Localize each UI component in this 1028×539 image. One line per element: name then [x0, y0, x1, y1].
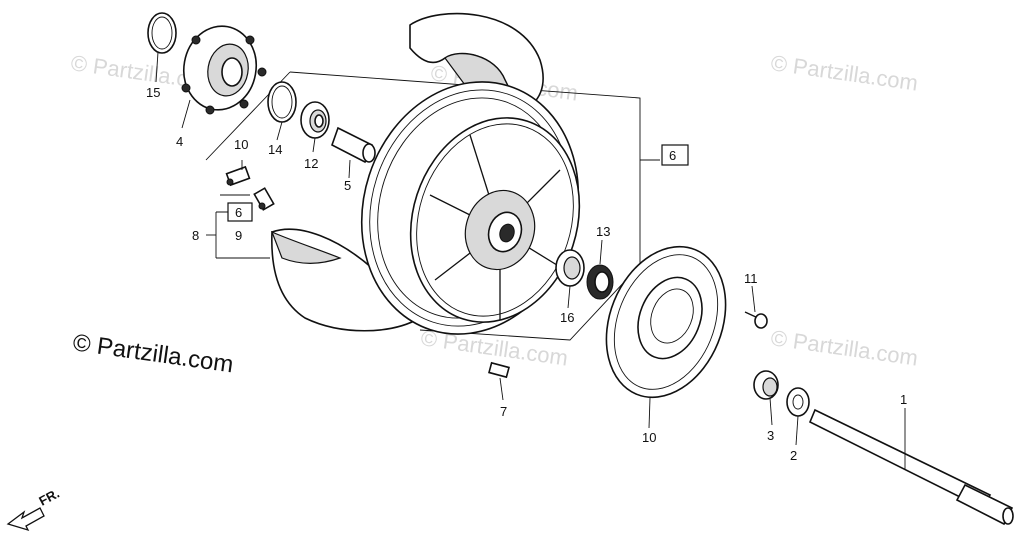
final-driven-flange-4 [181, 25, 267, 115]
clip-7 [488, 361, 510, 379]
part-label: 10 [234, 137, 248, 152]
part-label: 14 [268, 142, 282, 157]
wheel-rim [360, 81, 581, 335]
tube-bottom [270, 228, 422, 332]
part-label: 5 [344, 178, 351, 193]
watermark-primary: © Partzilla.com [71, 329, 235, 378]
label-box-6-left [227, 202, 253, 222]
part-label: 3 [767, 428, 774, 443]
part-label: 11 [744, 271, 758, 286]
watermark: © Partzilla.com [769, 50, 919, 95]
part-label: 15 [146, 85, 160, 100]
bearing-13 [300, 101, 330, 139]
part-label: 7 [500, 404, 507, 419]
part-label: 1 [900, 392, 907, 407]
arrow-left-icon [6, 507, 45, 532]
valve-stem-9 [253, 187, 275, 211]
part-label: 6 [235, 205, 242, 220]
washer-2 [786, 387, 810, 417]
oil-seal-14 [586, 264, 614, 300]
part-label: 12 [304, 156, 318, 171]
part-label: 13 [596, 224, 610, 239]
part-label: 9 [235, 228, 242, 243]
collar-5 [331, 126, 376, 164]
direction-label: FR. [36, 486, 62, 509]
brake-disc-11 [605, 245, 727, 399]
label-box-6-right [661, 144, 689, 166]
front-direction-indicator: FR. [6, 486, 62, 532]
valve-10 [225, 165, 251, 187]
watermark: © Partzilla.com [769, 325, 919, 370]
side-collar-3 [753, 370, 779, 400]
o-ring-16 [147, 12, 177, 54]
part-label: 6 [669, 148, 676, 163]
part-label: 8 [192, 228, 199, 243]
bearing-17 [555, 249, 585, 287]
part-labels: 15 4 10 14 12 5 6 6 8 9 13 16 7 10 11 3 … [146, 85, 907, 463]
part-label: 10 [642, 430, 656, 445]
leader-lines [155, 51, 906, 470]
bolt-12 [744, 311, 768, 329]
part-label: 4 [176, 134, 183, 149]
part-label: 2 [790, 448, 797, 463]
axle-1 [808, 408, 1014, 526]
part-label: 16 [560, 310, 574, 325]
